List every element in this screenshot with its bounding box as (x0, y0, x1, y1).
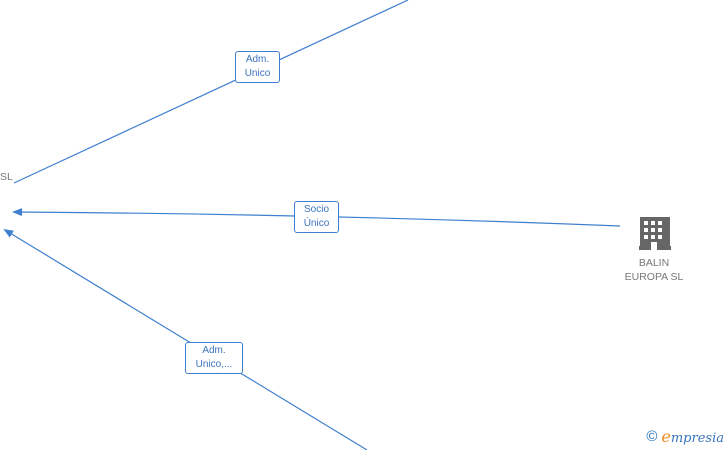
left-company-label-text: SL (0, 171, 13, 183)
copyright-icon: © (646, 428, 658, 445)
edge-label-line1: Adm. (202, 345, 226, 356)
empresia-logo: empresia (661, 427, 724, 446)
building-icon[interactable] (639, 217, 671, 250)
edge-adm-unico-top (13, 0, 409, 184)
edge-label-line2: Unico (244, 68, 271, 79)
edge-adm-unico-bottom (3, 228, 368, 450)
edge-label-line1: Adm. (245, 54, 270, 65)
brand-initial: e (661, 427, 671, 446)
empresia-watermark[interactable]: © empresia (646, 427, 724, 446)
balin-label-line2: EUROPA SL (624, 271, 684, 283)
balin-europa-label[interactable]: BALIN EUROPA SL (612, 256, 696, 284)
balin-label-line1: BALIN (638, 257, 670, 269)
edge-label-socio-unico[interactable]: Socio Único (294, 201, 339, 233)
edge-label-adm-unico-bottom[interactable]: Adm. Unico,... (185, 342, 243, 374)
brand-name: mpresia (670, 431, 724, 446)
edge-label-line1: Socio (303, 204, 329, 215)
left-company-label[interactable]: SL (0, 170, 13, 184)
edge-label-line2: Único (303, 218, 330, 229)
edge-label-line2: Unico,... (195, 359, 233, 370)
edge-label-adm-unico-top[interactable]: Adm. Unico (235, 51, 280, 83)
